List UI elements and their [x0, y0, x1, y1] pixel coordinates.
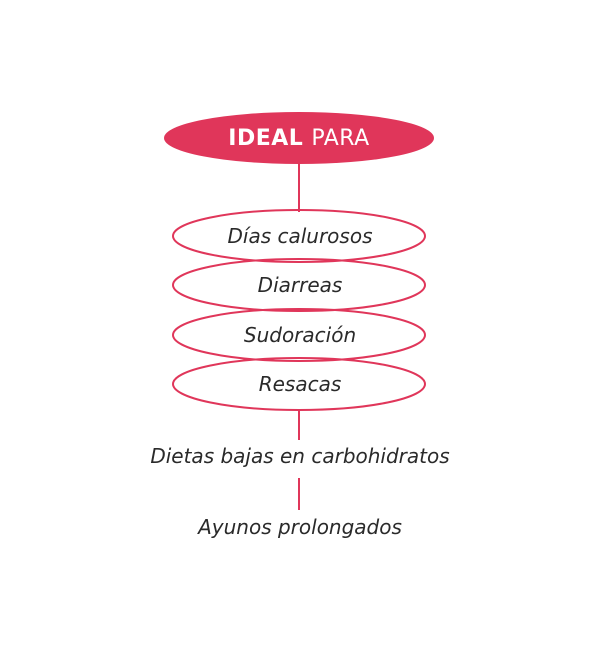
- header-bold-text: IDEAL: [228, 125, 304, 151]
- item-outline: [172, 209, 426, 263]
- header-title: IDEAL PARA: [164, 112, 434, 164]
- header-regular-text: PARA: [311, 125, 370, 151]
- extra-label-dietas: Dietas bajas en carbohidratos: [150, 444, 450, 468]
- header-pill: [164, 112, 434, 164]
- extra-label-ayunos: Ayunos prolongados: [198, 515, 402, 539]
- item-label-diarreas: Diarreas: [257, 273, 343, 297]
- item-label-sudoracion: Sudoración: [243, 323, 357, 347]
- item-outline: [172, 258, 426, 312]
- item-label-resacas: Resacas: [258, 372, 342, 396]
- item-outline: [172, 308, 426, 362]
- item-label-dias-calurosos: Días calurosos: [227, 224, 373, 248]
